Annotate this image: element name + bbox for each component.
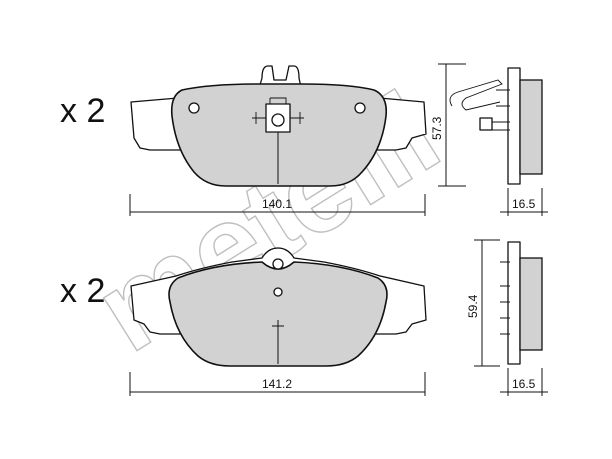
pad-2-pin	[273, 287, 283, 297]
pad-1-thickness: 16.5	[512, 197, 536, 211]
pad-2-thickness: 16.5	[512, 377, 536, 391]
pad-2: x 2 141.2 59.4 16.5	[60, 239, 548, 396]
pad-1-side-view	[449, 67, 543, 185]
pad-1-quantity: x 2	[60, 92, 105, 130]
pad-1-height: 57.3	[430, 116, 444, 140]
pad-1-hole-right	[354, 102, 366, 114]
pad-2-center-hole	[272, 258, 284, 270]
pad-1-width: 140.1	[262, 197, 292, 211]
pad-1-sensor-clip	[252, 97, 304, 133]
pad-2-height: 59.4	[466, 294, 480, 318]
pad-2-quantity: x 2	[60, 272, 105, 310]
pad-1-hole-left	[188, 102, 200, 114]
pad-1: x 2 140.1 57.3	[60, 63, 548, 216]
pad-1-friction-material	[170, 83, 388, 187]
pad-2-side-view	[500, 241, 543, 365]
pad-2-friction-material	[168, 261, 388, 367]
pad-2-width: 141.2	[262, 377, 292, 391]
